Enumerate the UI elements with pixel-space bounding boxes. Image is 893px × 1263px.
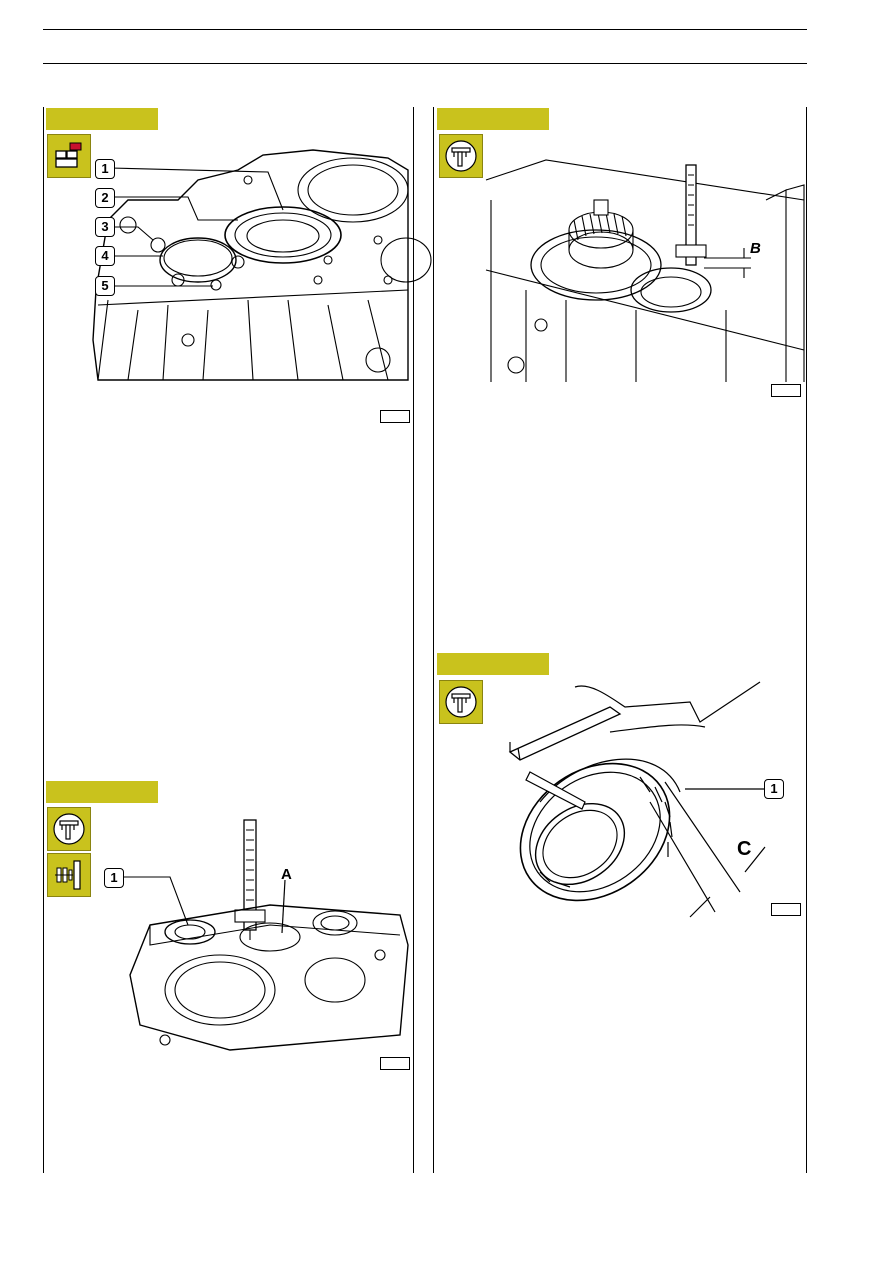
caliper-measure-icon [439, 134, 483, 178]
header-bottom-rule [43, 63, 807, 64]
figure-2-section-tag [46, 781, 158, 803]
left-column-rule [43, 107, 44, 1173]
dimension-label-a: A [281, 866, 292, 883]
figure-1-section-tag [46, 108, 158, 130]
housing-depth-measure-drawing [122, 819, 409, 1051]
right-column-rule [806, 107, 807, 1173]
bearing-width-measure-drawing [508, 681, 766, 918]
dimension-label-b: B [750, 240, 761, 257]
callout-2: 2 [95, 188, 115, 208]
callout-1: 1 [104, 868, 124, 888]
caliper-measure-icon [47, 807, 91, 851]
callout-1: 1 [95, 159, 115, 179]
gear-shaft-depth-measure-drawing [485, 159, 805, 382]
figure-number-box [771, 384, 801, 397]
callout-5: 5 [95, 276, 115, 296]
gearbox-housing-drawing [92, 149, 432, 381]
dimension-label-c: C [737, 838, 752, 860]
figure-4-section-tag [437, 653, 549, 675]
callout-4: 4 [95, 246, 115, 266]
figure-3-section-tag [437, 108, 549, 130]
left-column-right-rule [413, 107, 414, 1173]
shim-selection-icon [47, 853, 91, 897]
figure-number-box [380, 410, 410, 423]
caliper-measure-icon [439, 680, 483, 724]
figure-number-box [380, 1057, 410, 1070]
figure-number-box [771, 903, 801, 916]
header-top-rule [43, 29, 807, 30]
callout-1: 1 [764, 779, 784, 799]
component-breakdown-icon [47, 134, 91, 178]
callout-3: 3 [95, 217, 115, 237]
right-column-left-rule [433, 107, 434, 1173]
